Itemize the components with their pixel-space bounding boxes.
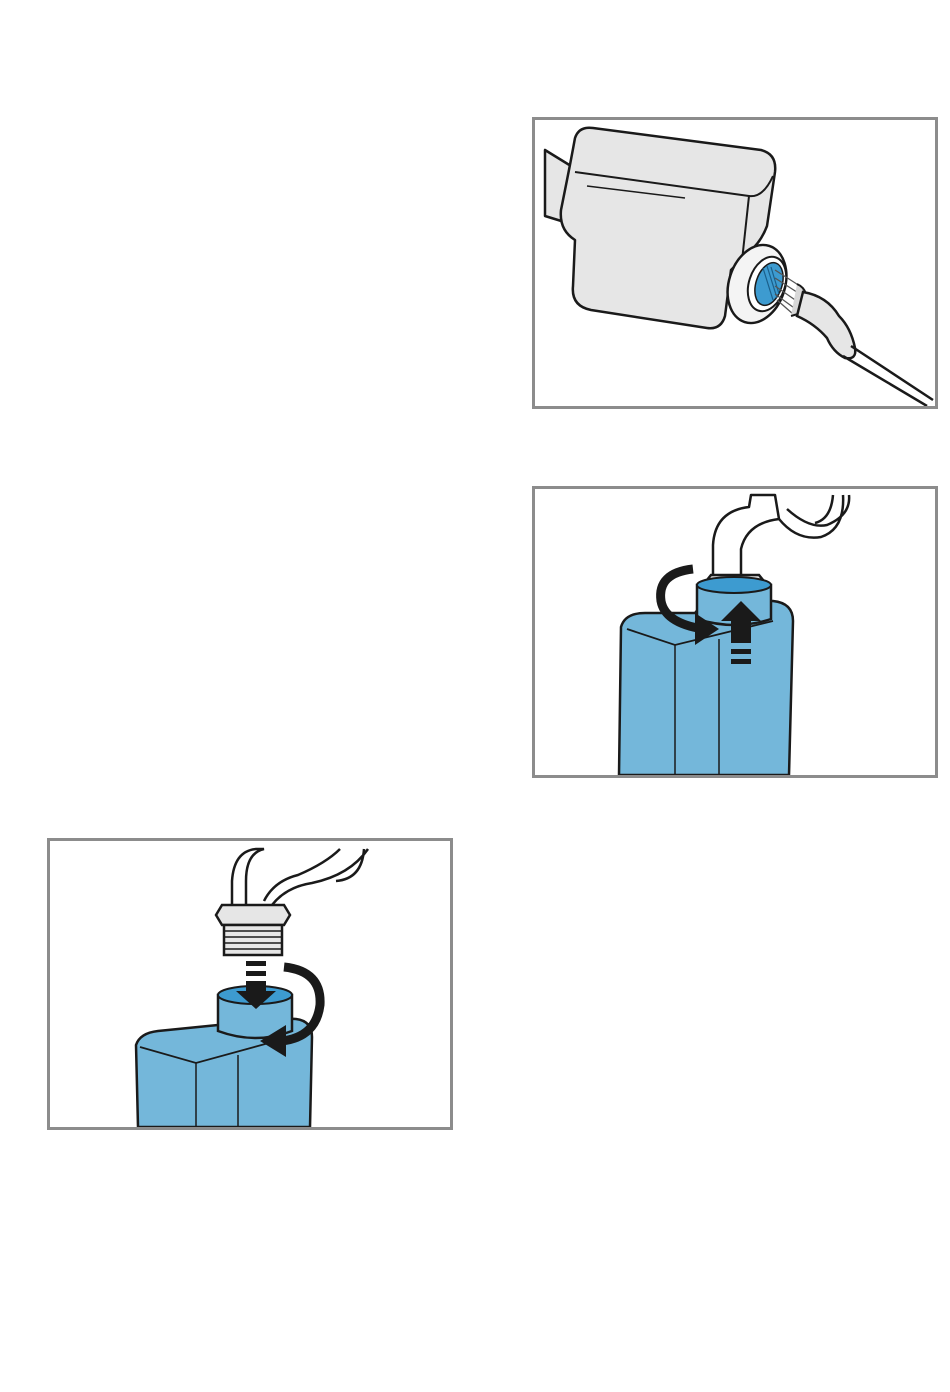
- figure-unscrew-hose: [532, 486, 938, 778]
- screw-hose-icon: [50, 841, 450, 1127]
- figure-clean-filter: [532, 117, 938, 409]
- figure-screw-hose: [47, 838, 453, 1130]
- filter-cleaning-icon: [535, 120, 935, 406]
- unscrew-hose-icon: [535, 489, 935, 775]
